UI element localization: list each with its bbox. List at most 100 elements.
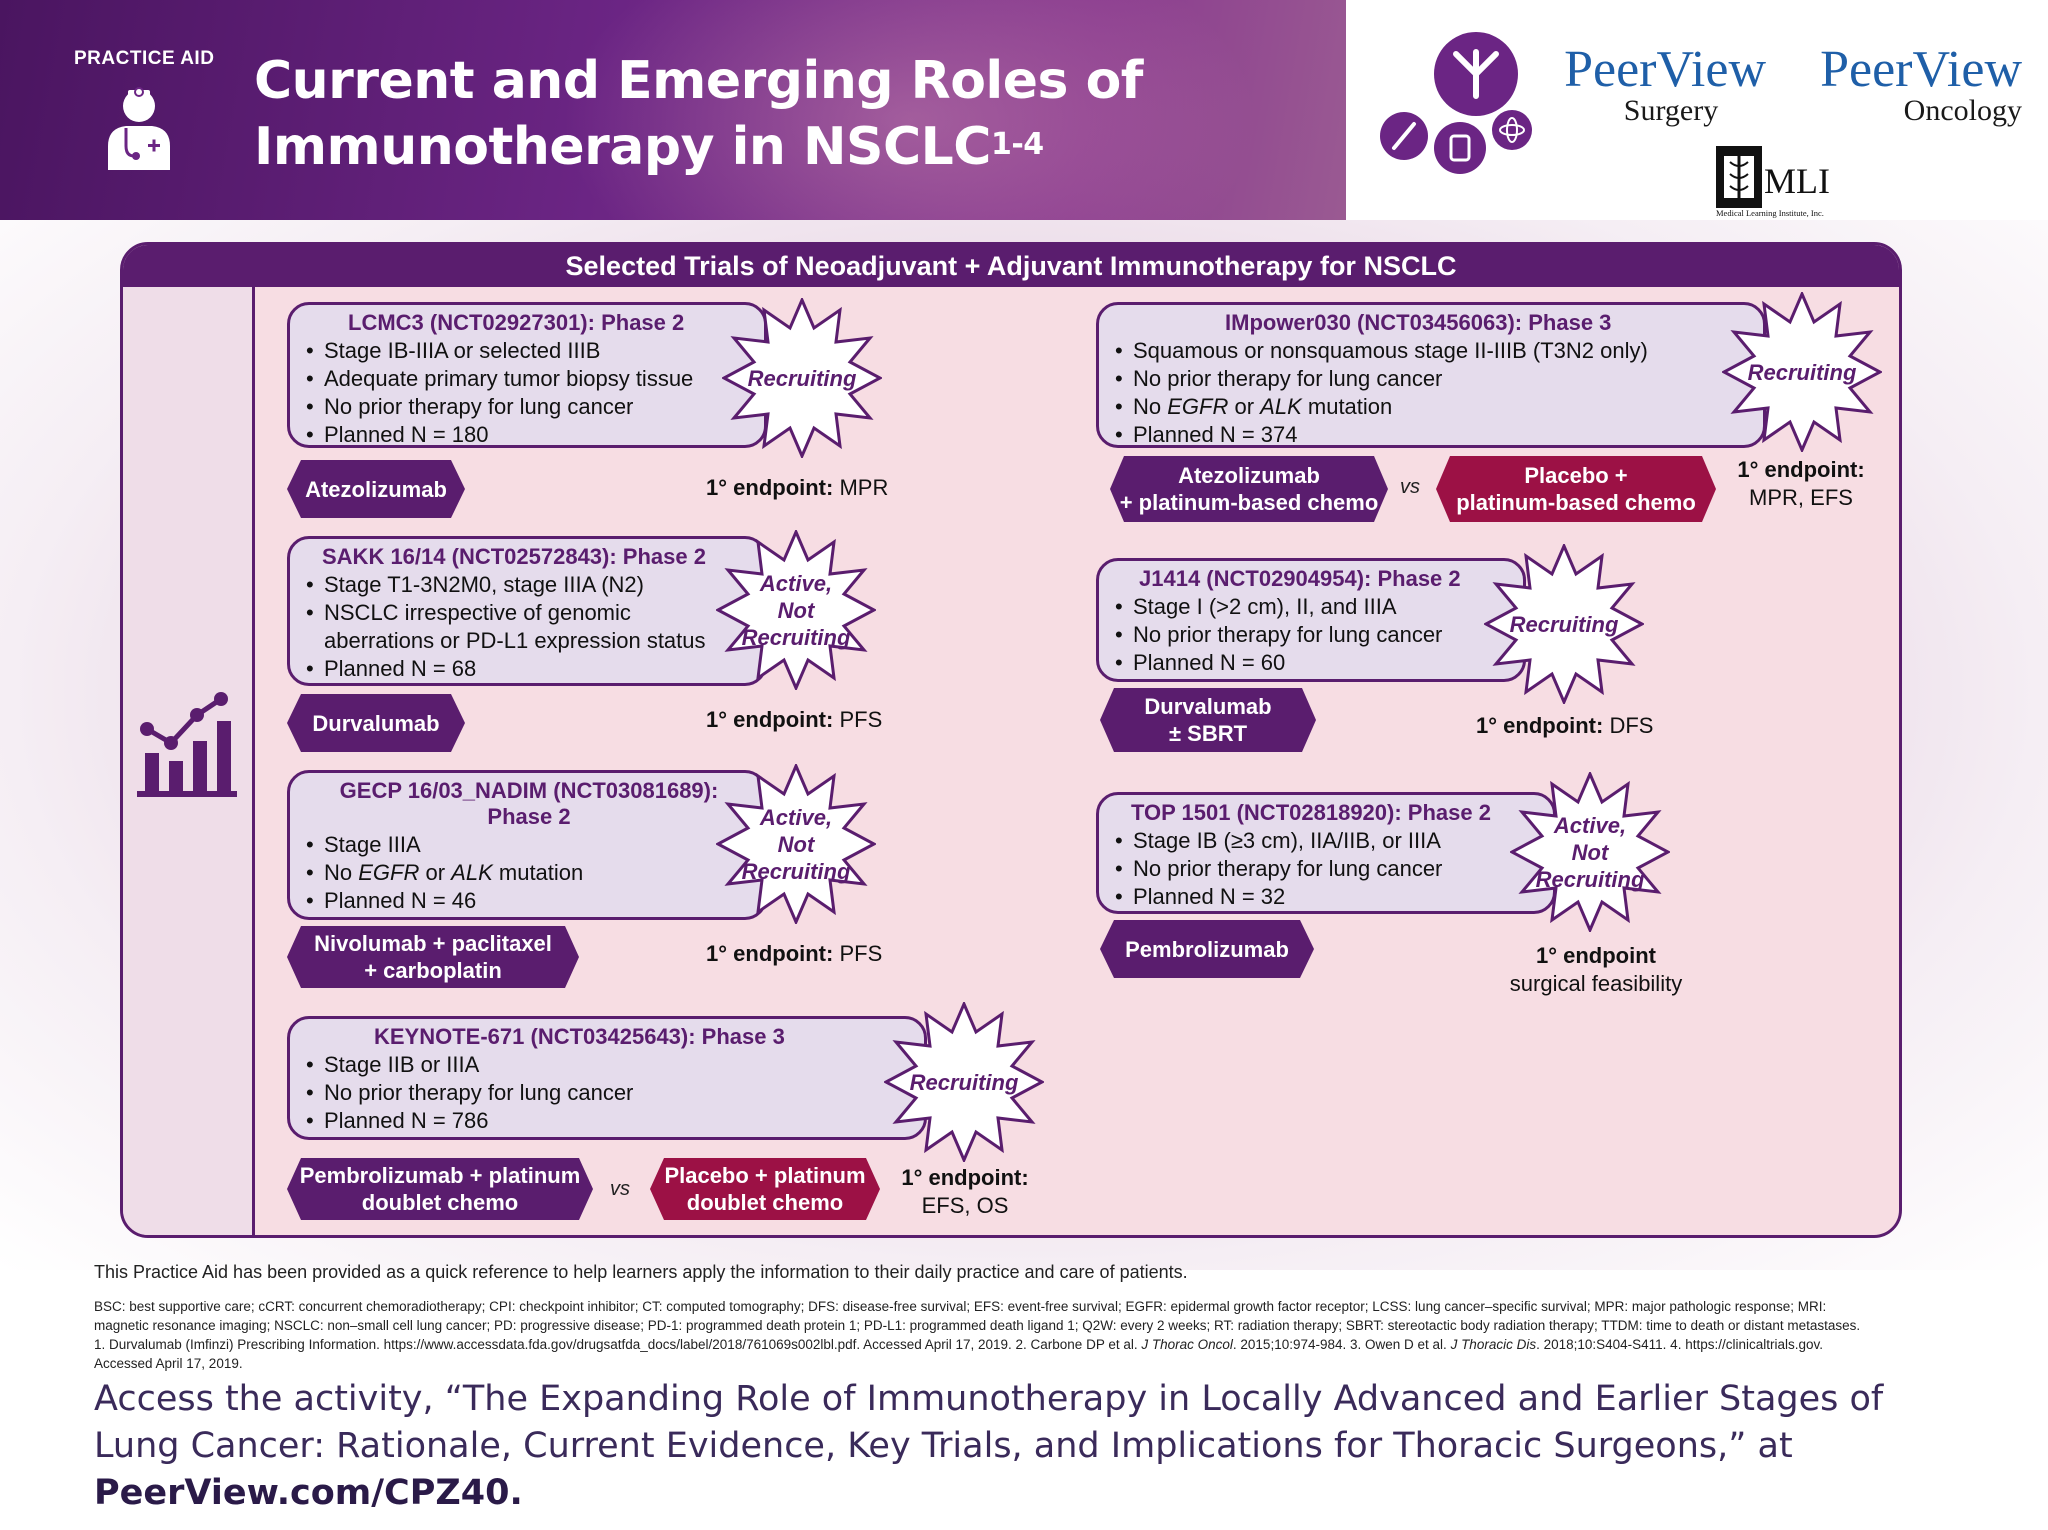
- endpoint-impower: 1° endpoint:MPR, EFS: [1726, 456, 1876, 512]
- trial-top1501: TOP 1501 (NCT02818920): Phase 2 Stage IB…: [1096, 792, 1556, 914]
- endpoint-value: EFS, OS: [921, 1193, 1009, 1218]
- drug-line: platinum-based chemo: [1456, 490, 1696, 515]
- peerview-oncology-logo: PeerView Oncology: [1802, 44, 2022, 126]
- journal-name: J Thorac Oncol: [1141, 1337, 1233, 1352]
- access-line-1: Access the activity, “The Expanding Role…: [94, 1379, 1884, 1419]
- criterion: Planned N = 786: [306, 1107, 912, 1135]
- title-line-2: Immunotherapy in NSCLC1-4: [254, 114, 1143, 180]
- activity-link[interactable]: PeerView.com/CPZ40.: [94, 1473, 523, 1513]
- trial-lcmc3: LCMC3 (NCT02927301): Phase 2 Stage IB-II…: [287, 302, 767, 448]
- endpoint-value: DFS: [1609, 713, 1654, 738]
- status-text: Recruiting: [909, 1069, 1019, 1095]
- status-badge-keynote: Recruiting: [884, 1002, 1044, 1162]
- gene-alk: ALK: [451, 860, 493, 885]
- criterion-text: or: [419, 860, 452, 885]
- drug-tag-pembrolizumab: Pembrolizumab: [1100, 920, 1314, 978]
- endpoint-value: surgical feasibility: [1509, 971, 1683, 996]
- criterion-text: No: [324, 860, 359, 885]
- ref-text: . 2018;10:S404-S411. 4. https://clinical…: [1536, 1337, 1823, 1352]
- main-title: Current and Emerging Roles of Immunother…: [254, 48, 1143, 180]
- ref-text: 1. Durvalumab (Imfinzi) Prescribing Info…: [94, 1337, 1142, 1352]
- trial-criteria: Stage I (>2 cm), II, and IIIA No prior t…: [1115, 593, 1511, 677]
- vs-label: vs: [610, 1178, 630, 1200]
- title-line-1: Current and Emerging Roles of: [254, 51, 1143, 111]
- access-line-2: Lung Cancer: Rationale, Current Evidence…: [94, 1426, 1793, 1466]
- criterion: Adequate primary tumor biopsy tissue: [306, 365, 752, 393]
- peerview-oncology-sub: Oncology: [1903, 94, 2022, 127]
- criterion: NSCLC irrespective of genomic: [306, 599, 752, 627]
- criterion: Planned N = 32: [1115, 883, 1541, 911]
- trial-criteria: Squamous or nonsquamous stage II-IIIB (T…: [1115, 337, 1751, 449]
- criterion-continued: aberrations or PD-L1 expression status: [324, 628, 706, 653]
- endpoint-label: 1° endpoint:: [706, 707, 834, 732]
- status-text: Recruiting: [1509, 611, 1619, 637]
- endpoint-label: 1° endpoint: [1535, 943, 1656, 968]
- criterion: Stage IIIA: [306, 831, 752, 859]
- abbreviations-and-references: BSC: best supportive care; cCRT: concurr…: [94, 1297, 1994, 1373]
- endpoint-top1501: 1° endpoint surgical feasibility: [1486, 942, 1706, 998]
- criterion: Planned N = 374: [1115, 421, 1751, 449]
- panel-title: Selected Trials of Neoadjuvant + Adjuvan…: [123, 245, 1899, 287]
- drug-tag-atezolizumab: Atezolizumab: [287, 460, 465, 518]
- criterion: Planned N = 46: [306, 887, 752, 915]
- trial-title: TOP 1501 (NCT02818920): Phase 2: [1131, 800, 1491, 825]
- references-line: 1. Durvalumab (Imfinzi) Prescribing Info…: [94, 1335, 1994, 1354]
- status-line: Not: [777, 597, 815, 623]
- trial-criteria: Stage IB-IIIA or selected IIIB Adequate …: [306, 337, 752, 449]
- status-line: Recruiting: [741, 624, 851, 650]
- endpoint-value: MPR: [839, 475, 889, 500]
- criterion: Stage IB-IIIA or selected IIIB: [306, 337, 752, 365]
- chart-trend-icon: [137, 692, 237, 797]
- status-line: Active,: [1553, 812, 1627, 838]
- doctor-icon: [108, 87, 170, 170]
- trial-title: KEYNOTE-671 (NCT03425643): Phase 3: [374, 1024, 785, 1049]
- peerview-surgery-logo: PeerView Surgery: [1546, 44, 1766, 126]
- status-text: Recruiting: [747, 365, 857, 391]
- trial-title: SAKK 16/14 (NCT02572843): Phase 2: [322, 544, 706, 569]
- peerview-surgery-brand: PeerView: [1564, 41, 1766, 98]
- drug-line: + platinum-based chemo: [1119, 490, 1379, 515]
- title-line-2-text: Immunotherapy in NSCLC: [254, 117, 991, 177]
- gene-egfr: EGFR: [358, 860, 420, 885]
- endpoint-label: 1° endpoint:: [901, 1165, 1029, 1190]
- trial-criteria: Stage IIIA No EGFR or ALK mutation Plann…: [306, 831, 752, 915]
- endpoint-lcmc3: 1° endpoint: MPR: [706, 474, 888, 502]
- status-line: Recruiting: [741, 858, 851, 884]
- endpoint-label: 1° endpoint:: [1476, 713, 1604, 738]
- criterion: No EGFR or ALK mutation: [306, 859, 752, 887]
- drug-line: Placebo + platinum: [664, 1163, 866, 1188]
- vs-label: vs: [1400, 476, 1420, 498]
- endpoint-sakk: 1° endpoint: PFS: [706, 706, 882, 734]
- criterion: No prior therapy for lung cancer: [306, 1079, 912, 1107]
- status-badge-lcmc3: Recruiting: [722, 298, 882, 458]
- immunology-icon-cluster: [1380, 32, 1532, 174]
- drug-line: doublet chemo: [686, 1190, 844, 1215]
- header-glow: [560, 0, 1260, 220]
- drug-line: Placebo +: [1524, 463, 1628, 488]
- trial-title: LCMC3 (NCT02927301): Phase 2: [348, 310, 685, 335]
- drug-line: Durvalumab: [1144, 694, 1272, 719]
- endpoint-value: MPR, EFS: [1749, 485, 1853, 510]
- criterion: Planned N = 180: [306, 421, 752, 449]
- endpoint-j1414: 1° endpoint: DFS: [1476, 712, 1653, 740]
- gene-alk: ALK: [1260, 394, 1302, 419]
- status-line: Active,: [759, 804, 833, 830]
- trial-j1414: J1414 (NCT02904954): Phase 2 Stage I (>2…: [1096, 558, 1526, 682]
- trial-keynote: KEYNOTE-671 (NCT03425643): Phase 3 Stage…: [287, 1016, 927, 1140]
- mli-name: MLI: [1764, 161, 1830, 201]
- criterion: Stage IB (≥3 cm), IIA/IIB, or IIIA: [1115, 827, 1541, 855]
- drug-tag-atezolizumab-chemo: Atezolizumab+ platinum-based chemo: [1110, 456, 1388, 522]
- status-line: Not: [1571, 839, 1609, 865]
- trial-criteria: Stage IIB or IIIA No prior therapy for l…: [306, 1051, 912, 1135]
- criterion: Planned N = 68: [306, 655, 752, 683]
- trial-sakk: SAKK 16/14 (NCT02572843): Phase 2 Stage …: [287, 536, 767, 686]
- disclaimer: This Practice Aid has been provided as a…: [94, 1262, 1188, 1282]
